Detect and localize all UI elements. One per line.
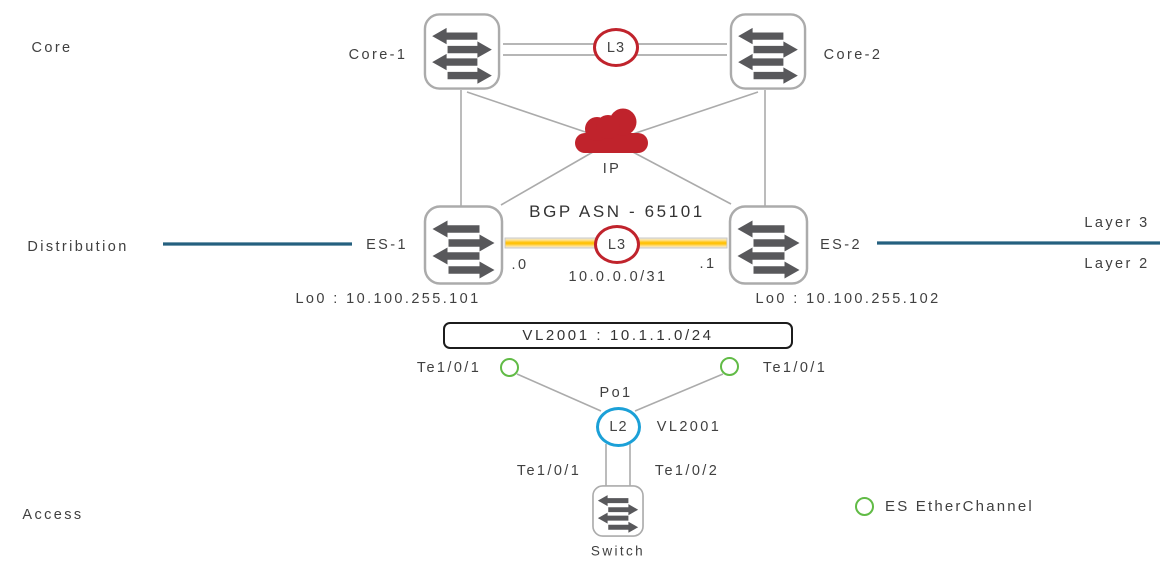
vlan-subnet-label: VL2001 : 10.1.1.0/24 bbox=[522, 327, 714, 344]
switch-icon bbox=[729, 13, 807, 90]
link-core2-cloud bbox=[611, 91, 759, 142]
l3-badge-label: L3 bbox=[606, 39, 626, 56]
l3-badge-core-link: L3 bbox=[593, 28, 639, 67]
tier-label-core: Core bbox=[31, 40, 73, 56]
layer-boundary-rules bbox=[163, 241, 1160, 246]
etherchannel-port-icon-left bbox=[500, 358, 519, 377]
es2-port-label: Te1/0/1 bbox=[762, 360, 828, 376]
l3-badge-label: L3 bbox=[607, 236, 627, 253]
ip-cloud-icon bbox=[575, 108, 648, 153]
portchannel-vlan-label: VL2001 bbox=[656, 419, 722, 435]
legend-es-etherchannel: ES EtherChannel bbox=[855, 497, 1034, 516]
switch-icon bbox=[728, 205, 809, 285]
etherchannel-legend-icon bbox=[855, 497, 874, 516]
p2p-subnet-label: 10.0.0.0/31 bbox=[568, 269, 668, 285]
bgp-asn-label: BGP ASN - 65101 bbox=[529, 202, 705, 221]
l2-badge-portchannel: L2 bbox=[596, 407, 641, 447]
es2-loopback-label: Lo0 : 10.100.255.102 bbox=[755, 291, 941, 307]
switch-icon bbox=[592, 485, 644, 537]
switch-icon bbox=[423, 205, 504, 285]
tier-label-distribution: Distribution bbox=[27, 239, 129, 255]
link-es1-po1 bbox=[516, 373, 602, 412]
l3-badge-es-link: L3 bbox=[594, 225, 640, 264]
access-switch-label: Switch bbox=[590, 543, 646, 559]
es2-label: ES-2 bbox=[820, 237, 862, 253]
switch-port-right-label: Te1/0/2 bbox=[654, 463, 720, 479]
legend-label: ES EtherChannel bbox=[885, 498, 1034, 515]
layer2-label: Layer 2 bbox=[1084, 256, 1150, 272]
etherchannel-port-icon-right bbox=[720, 357, 739, 376]
tier-label-access: Access bbox=[22, 507, 84, 523]
vlan-subnet-box: VL2001 : 10.1.1.0/24 bbox=[443, 322, 793, 349]
es2-host-suffix: .1 bbox=[699, 256, 717, 272]
l2-badge-label: L2 bbox=[609, 419, 628, 435]
switch-port-left-label: Te1/0/1 bbox=[516, 463, 582, 479]
core1-label: Core-1 bbox=[348, 47, 408, 63]
core2-label: Core-2 bbox=[823, 47, 883, 63]
layer3-label: Layer 3 bbox=[1084, 215, 1150, 231]
ip-cloud-label: IP bbox=[602, 161, 622, 177]
es1-port-label: Te1/0/1 bbox=[416, 360, 482, 376]
es1-label: ES-1 bbox=[366, 237, 408, 253]
portchannel-name-label: Po1 bbox=[599, 385, 633, 401]
switch-icon bbox=[423, 13, 501, 90]
link-es2-po1 bbox=[634, 373, 724, 412]
es1-loopback-label: Lo0 : 10.100.255.101 bbox=[295, 291, 481, 307]
es1-host-suffix: .0 bbox=[511, 257, 529, 273]
